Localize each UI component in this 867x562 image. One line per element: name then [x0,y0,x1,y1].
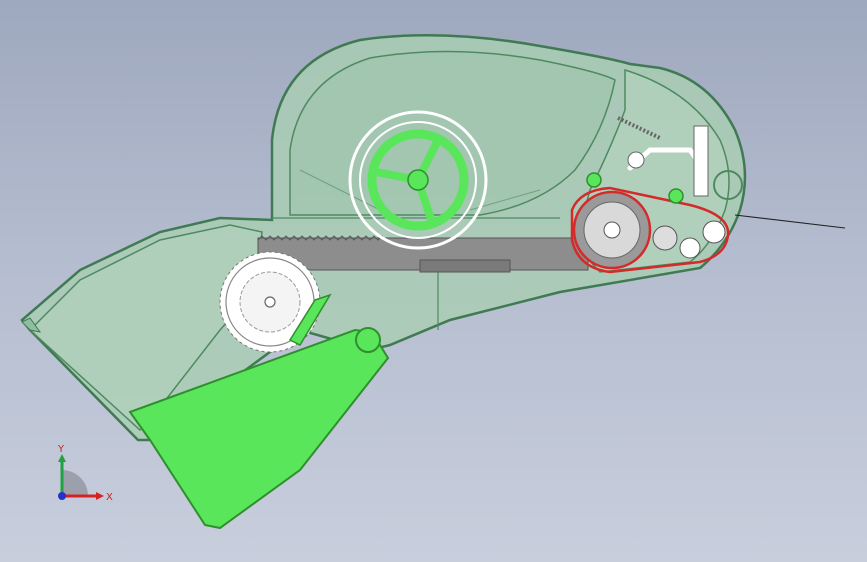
lever-arm[interactable] [128,293,390,530]
x-axis-label: X [106,492,113,503]
coordinate-triad: X Y [57,444,113,503]
z-axis-dot [58,492,66,500]
y-axis-label: Y [57,444,65,455]
spur-gear [219,251,321,353]
triad-quadrant [62,470,88,496]
gear-rack [257,235,589,273]
x-axis-arrow [96,492,104,500]
y-axis-arrow [58,454,66,462]
tape-reel [348,110,488,250]
belt-drive [570,116,846,274]
housing-lip [21,317,42,333]
